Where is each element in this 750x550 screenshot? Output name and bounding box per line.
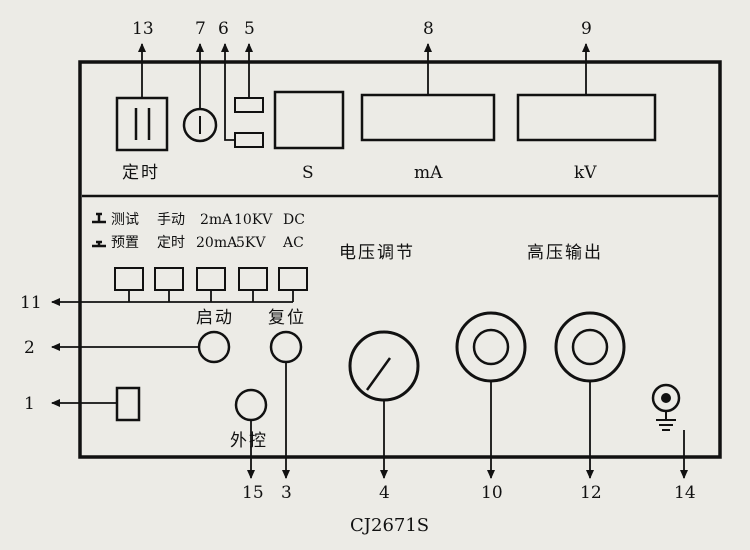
key-released-symbol: [92, 240, 106, 248]
callout-9: 9: [581, 19, 592, 39]
callout-14: 14: [674, 483, 696, 503]
callout-2: 2: [24, 338, 35, 358]
callout-10: 10: [481, 483, 503, 503]
hv-terminal-left-outer[interactable]: [455, 311, 527, 383]
mode-bottom: AC: [282, 235, 304, 251]
ground-icon: [656, 411, 676, 431]
test-label-line1: 测试: [111, 212, 139, 228]
manual-label-line1: 手动: [157, 212, 185, 228]
panel-frame: [78, 60, 722, 459]
milliamp-display: [360, 93, 496, 142]
external-label: 外控: [230, 431, 268, 451]
knob-pointer: [365, 357, 392, 391]
callout-1: 1: [24, 394, 35, 414]
reset-label: 复位: [268, 308, 306, 328]
hv-terminal-left-inner: [472, 328, 510, 366]
ac-dc-key[interactable]: [278, 267, 308, 291]
hv-terminal-right-inner: [571, 328, 609, 366]
indicator-lamp-lower: [234, 132, 264, 148]
callout-13: 13: [132, 19, 154, 39]
callout-4: 4: [379, 483, 390, 503]
timer-switch[interactable]: [115, 96, 169, 152]
external-control-socket[interactable]: [234, 388, 268, 422]
kilovolt-unit: kV: [574, 163, 597, 183]
seconds-display: [273, 90, 345, 150]
callout-12: 12: [580, 483, 602, 503]
kilovolt-display: [516, 93, 657, 142]
callout-8: 8: [423, 19, 434, 39]
test-preset-key[interactable]: [114, 267, 144, 291]
range-ma-bottom: 20mA: [196, 235, 238, 251]
voltage-range-key[interactable]: [238, 267, 268, 291]
callout-7: 7: [195, 19, 206, 39]
current-range-key[interactable]: [196, 267, 226, 291]
indicator-lamp-upper: [234, 97, 264, 113]
model-caption: CJ2671S: [350, 515, 429, 536]
callout-11: 11: [20, 293, 42, 313]
reset-button[interactable]: [269, 330, 303, 364]
hv-terminal-right-outer[interactable]: [554, 311, 626, 383]
key-pressed-symbol: [92, 212, 106, 224]
milliamp-unit: mA: [414, 163, 443, 183]
callout-6: 6: [218, 19, 229, 39]
start-button[interactable]: [197, 330, 231, 364]
callout-3: 3: [281, 483, 292, 503]
ground-terminal-inner: [661, 393, 671, 403]
callout-15: 15: [242, 483, 264, 503]
range-ma-top: 2mA: [200, 212, 233, 228]
hv-output-label: 高压输出: [527, 243, 603, 263]
mode-top: DC: [283, 212, 305, 228]
range-kv-top: 10KV: [234, 212, 273, 228]
manual-label-line2: 定时: [157, 235, 185, 251]
range-kv-bottom: 5KV: [236, 235, 266, 251]
voltage-adjust-label: 电压调节: [339, 243, 415, 263]
fuse-holder[interactable]: [115, 386, 141, 422]
timer-label: 定时: [122, 163, 160, 183]
seconds-unit: S: [302, 163, 314, 183]
test-label-line2: 预置: [111, 235, 139, 251]
manual-timer-key[interactable]: [154, 267, 184, 291]
start-label: 启动: [196, 308, 234, 328]
callout-5: 5: [244, 19, 255, 39]
